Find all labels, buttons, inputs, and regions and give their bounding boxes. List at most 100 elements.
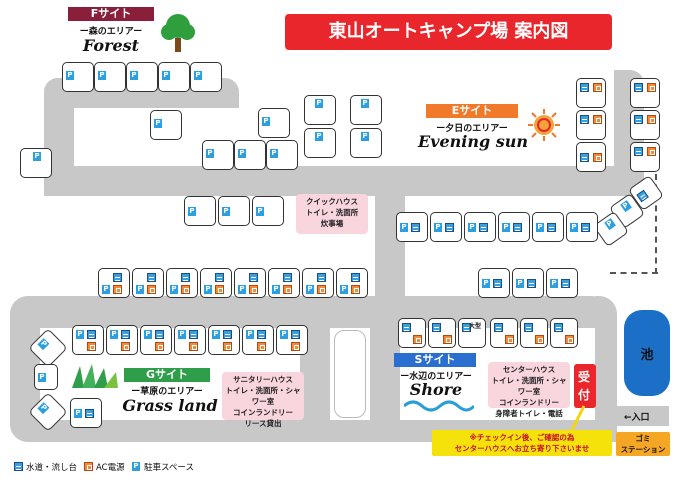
parking-mark: P — [238, 149, 246, 158]
campsite[interactable]: P — [478, 268, 510, 298]
campsite[interactable]: P — [304, 95, 336, 125]
campsite[interactable]: P — [258, 108, 290, 138]
road-segment — [300, 296, 330, 442]
campsite[interactable] — [630, 110, 660, 140]
facility-line: クイックハウス — [305, 197, 359, 206]
parking-mark: P — [502, 223, 510, 232]
campsite[interactable] — [398, 318, 426, 348]
campsite[interactable]: P — [166, 268, 198, 298]
campsite[interactable]: P — [532, 212, 564, 242]
campsite[interactable]: P — [158, 62, 190, 92]
campsite[interactable]: P — [350, 128, 382, 158]
campsite[interactable]: P — [234, 140, 266, 170]
campsite[interactable]: P — [276, 325, 308, 355]
s-site-subtitle: ー水辺のエリアー — [400, 372, 472, 382]
campsite[interactable]: P — [126, 62, 158, 92]
campsite[interactable]: P — [266, 140, 298, 170]
campsite[interactable]: P — [336, 268, 368, 298]
campsite[interactable]: P — [268, 268, 300, 298]
legend-parking-label: 駐車スペース — [144, 463, 194, 473]
campsite[interactable]: P — [546, 268, 578, 298]
legend-water-label: 水道・流し台 — [26, 463, 78, 473]
f-site-tag: Fサイト — [68, 7, 154, 21]
campsite[interactable]: P — [350, 95, 382, 125]
campsite[interactable] — [630, 78, 660, 108]
garbage-station: ゴミ ステーション — [616, 432, 670, 456]
parking-mark: P — [246, 330, 254, 339]
campsite[interactable]: P — [304, 128, 336, 158]
e-site-tag-label: Eサイト — [451, 104, 493, 117]
campsite[interactable]: P — [512, 268, 544, 298]
water-icon — [14, 462, 23, 471]
campsite[interactable]: P — [106, 325, 138, 355]
campsite[interactable]: P — [202, 140, 234, 170]
sanitary-house[interactable]: サニタリーハウス トイレ・洗面所・シャワー室 コインランドリー リース貸出 — [222, 372, 304, 428]
facility-line: コインランドリー — [499, 398, 559, 407]
campsite[interactable]: P — [430, 212, 462, 242]
campsite[interactable]: P — [464, 212, 496, 242]
campsite[interactable] — [428, 318, 456, 348]
campsite[interactable]: P — [132, 268, 164, 298]
facility-line: リース貸出 — [244, 419, 282, 428]
campsite[interactable] — [550, 318, 578, 348]
campsite[interactable]: P — [302, 268, 334, 298]
campsite[interactable]: P — [498, 212, 530, 242]
campsite[interactable]: 大型 — [458, 318, 486, 348]
parking-mark: P — [37, 338, 50, 351]
legend-ac-label: AC電源 — [96, 463, 125, 473]
e-site-english: Evening sun — [418, 132, 529, 151]
parking-mark: P — [482, 279, 490, 288]
campsite[interactable]: P — [184, 196, 216, 226]
campsite[interactable] — [576, 78, 606, 108]
parking-mark: P — [76, 330, 84, 339]
s-site-tag: Sサイト — [394, 353, 476, 367]
parking-mark: P — [66, 71, 74, 80]
campsite[interactable]: P — [34, 364, 58, 390]
campsite[interactable]: P — [62, 62, 94, 92]
campsite[interactable]: P — [234, 268, 266, 298]
campsite[interactable]: P — [218, 196, 250, 226]
campsite[interactable]: P — [94, 62, 126, 92]
campsite[interactable]: P — [150, 110, 182, 140]
quick-house[interactable]: クイックハウス トイレ・洗面所 炊事場 — [296, 194, 368, 234]
title-banner: 東山オートキャンプ場 案内図 — [285, 14, 612, 50]
campsite[interactable]: P — [190, 62, 222, 92]
parking-mark: P — [270, 149, 278, 158]
parking-mark: P — [194, 71, 202, 80]
walking-path — [655, 174, 663, 274]
campsite[interactable]: P — [396, 212, 428, 242]
reception[interactable]: 受付 — [574, 364, 596, 408]
campsite[interactable]: P — [72, 325, 104, 355]
campsite[interactable]: P — [242, 325, 274, 355]
campsite[interactable]: P — [200, 268, 232, 298]
wave-icon — [404, 400, 474, 412]
campsite[interactable]: P — [252, 196, 284, 226]
campsite[interactable] — [576, 110, 606, 140]
campsite[interactable]: P — [70, 398, 102, 428]
parking-mark: P — [604, 218, 616, 231]
campsite[interactable] — [630, 142, 660, 172]
parking-mark: P — [162, 71, 170, 80]
parking-mark: P — [570, 223, 578, 232]
parking-mark: P — [262, 117, 270, 126]
notice-line: センターハウスへお立ち寄り下さいませ — [454, 444, 590, 453]
campsite[interactable]: P — [20, 148, 52, 178]
notice-line: ※チェックイン後、ご確認の為 — [469, 433, 575, 442]
center-house[interactable]: センターハウス トイレ・洗面所・シャワー室 コインランドリー 身障者トイレ・電話 — [488, 362, 570, 418]
campsite[interactable]: P — [566, 212, 598, 242]
campsite[interactable]: P — [174, 325, 206, 355]
f-site-tag-label: Fサイト — [90, 7, 132, 20]
facility-line: 身障者トイレ・電話 — [495, 409, 563, 418]
parking-mark: P — [620, 200, 632, 213]
campsite[interactable] — [520, 318, 548, 348]
campsite[interactable] — [490, 318, 518, 348]
g-site-english: Grass land — [122, 396, 218, 415]
parking-mark: P — [550, 279, 558, 288]
campsite[interactable]: P — [140, 325, 172, 355]
facility-line: トイレ・洗面所 — [305, 208, 359, 217]
campsite[interactable] — [576, 142, 606, 172]
facility-line: コインランドリー — [233, 408, 293, 417]
campsite[interactable]: P — [208, 325, 240, 355]
campsite[interactable]: P — [98, 268, 130, 298]
facility-line: トイレ・洗面所・シャワー室 — [225, 386, 301, 406]
